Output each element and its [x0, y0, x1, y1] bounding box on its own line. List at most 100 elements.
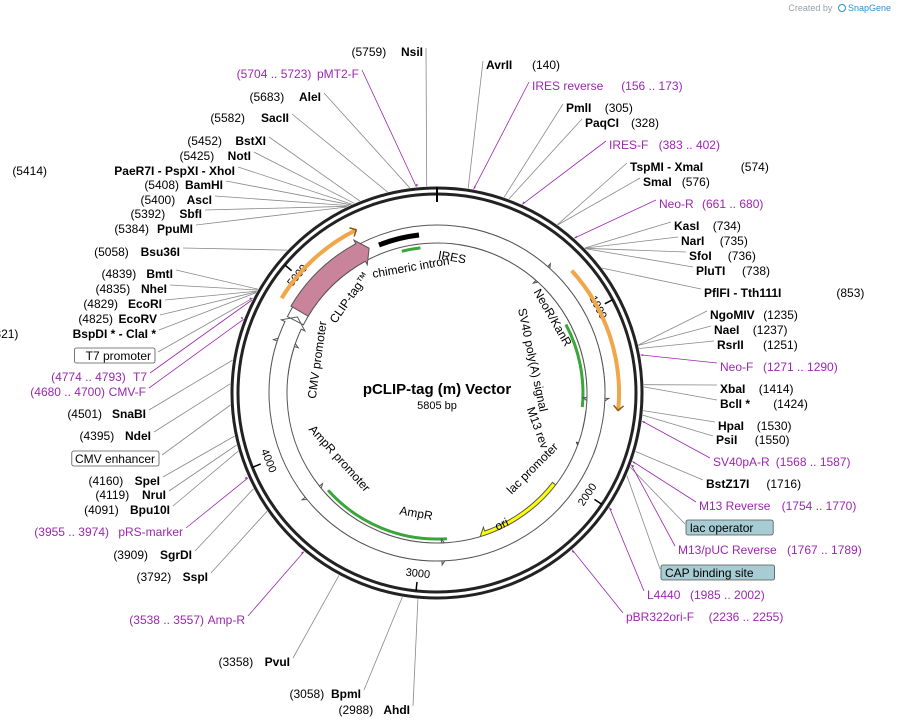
- site-label-asci[interactable]: AscI(5400): [141, 193, 212, 207]
- feature-chimeric-intron: [378, 232, 420, 248]
- site-label-pvui[interactable]: PvuI(3358): [219, 655, 290, 669]
- site-label-lac-operator[interactable]: lac operator: [685, 519, 774, 536]
- site-name: BstZ17I: [706, 477, 749, 491]
- site-label-spei[interactable]: SpeI(4160): [89, 474, 160, 488]
- leader-line: [162, 435, 235, 478]
- site-label-cmv-f[interactable]: CMV-F(4680 .. 4700): [30, 385, 146, 399]
- site-label-paer7i-pspxi-xhoi[interactable]: PaeR7I - PspXI - XhoI(5414): [12, 164, 235, 178]
- site-label-pbr322ori-f[interactable]: pBR322ori-F(2236 .. 2255): [626, 610, 783, 624]
- site-label-hpai[interactable]: HpaI(1530): [718, 419, 791, 433]
- site-position: (4839): [102, 267, 137, 281]
- site-label-ecori[interactable]: EcoRI(4829): [83, 297, 162, 311]
- site-position: (5704 .. 5723): [237, 67, 312, 81]
- site-label-neo-r[interactable]: Neo-R(661 .. 680): [659, 197, 763, 211]
- site-label-bcli[interactable]: BclI *(1424): [720, 397, 808, 411]
- primer-marker: [522, 201, 525, 205]
- site-label-ecorv[interactable]: EcoRV(4825): [78, 312, 157, 326]
- site-label-bstz17i[interactable]: BstZ17I (1716): [706, 477, 801, 491]
- inner-arc: [326, 489, 448, 541]
- site-label-rsrii[interactable]: RsrII(1251): [717, 338, 798, 352]
- site-label-pmt2-f[interactable]: pMT2-F(5704 .. 5723): [237, 67, 359, 81]
- site-label-sacii[interactable]: SacII(5582): [210, 111, 289, 125]
- leader-line: [643, 386, 718, 401]
- site-name: Neo-R: [659, 197, 694, 211]
- site-position: (1530): [757, 419, 792, 433]
- site-label-avrii[interactable]: AvrII(140): [486, 58, 560, 72]
- site-name: BamHI: [185, 178, 223, 192]
- site-label-neo-f[interactable]: Neo-F(1271 .. 1290): [720, 360, 838, 374]
- site-label-paqci[interactable]: PaqCI(328): [585, 116, 659, 130]
- site-label-bamhi[interactable]: BamHI(5408): [144, 178, 223, 192]
- site-label-bmti[interactable]: BmtI(4839): [102, 267, 173, 281]
- site-label-naei[interactable]: NaeI(1237): [714, 323, 787, 337]
- site-position: (305): [605, 101, 633, 115]
- site-label-nrui[interactable]: NruI(4119): [95, 488, 166, 502]
- site-label-nhei[interactable]: NheI(4835): [96, 282, 167, 296]
- site-label-m13-reverse[interactable]: M13 Reverse(1754 .. 1770): [699, 499, 856, 513]
- leader-line: [521, 140, 607, 205]
- credit-brand: SnapGene: [847, 3, 891, 13]
- site-label-t7-promoter[interactable]: T7 promoter: [74, 347, 156, 364]
- site-label-noti[interactable]: NotI(5425): [180, 149, 251, 163]
- site-label-ahdi[interactable]: AhdI(2988): [339, 703, 410, 717]
- site-position: (3538 .. 3557): [129, 613, 204, 627]
- primer-marker: [301, 551, 304, 554]
- site-label-xbai[interactable]: XbaI(1414): [720, 382, 793, 396]
- site-label-ppumi[interactable]: PpuMI(5384): [114, 222, 193, 236]
- site-position: (1237): [753, 323, 788, 337]
- leader-line: [635, 451, 704, 481]
- site-position: (4395): [80, 429, 115, 443]
- site-label-cmv-enhancer[interactable]: CMV enhancer: [71, 450, 160, 467]
- site-name: CMV-F: [109, 385, 146, 399]
- site-label-bspdi-clai[interactable]: BspDI * - ClaI *(4821): [0, 327, 156, 341]
- site-label-ires-reverse[interactable]: IRES reverse(156 .. 173): [532, 79, 683, 93]
- leader-line: [363, 596, 403, 691]
- tick-label: 4000: [258, 447, 278, 474]
- site-label-sspi[interactable]: SspI(3792): [137, 570, 208, 584]
- site-label-sbfi[interactable]: SbfI(5392): [131, 207, 202, 221]
- site-name: EcoRI: [128, 297, 162, 311]
- leader-line: [157, 297, 254, 353]
- site-label-m13-puc-reverse[interactable]: M13/pUC Reverse(1767 .. 1789): [678, 543, 862, 557]
- site-label-ndei[interactable]: NdeI(4395): [80, 429, 151, 443]
- site-label-bpmi[interactable]: BpmI(3058): [290, 687, 361, 701]
- site-label-l4440[interactable]: L4440(1985 .. 2002): [647, 588, 765, 602]
- feature-track: [268, 224, 611, 567]
- snapgene-credit[interactable]: Created by SnapGene: [788, 3, 891, 13]
- site-name: IRES-F: [609, 138, 648, 152]
- site-label-cap-binding-site[interactable]: CAP binding site: [660, 564, 775, 581]
- site-label-pluti[interactable]: PluTI(738): [696, 264, 770, 278]
- site-position: (1985 .. 2002): [690, 588, 765, 602]
- site-label-bsu36i[interactable]: Bsu36I (5058): [94, 245, 180, 259]
- site-label-sfoi[interactable]: SfoI(736): [689, 249, 756, 263]
- site-label-nari[interactable]: NarI(735): [681, 234, 748, 248]
- site-name: NarI: [681, 234, 704, 248]
- site-label-ires-f[interactable]: IRES-F(383 .. 402): [609, 138, 720, 152]
- site-label-kasi[interactable]: KasI(734): [674, 219, 741, 233]
- site-label-sv40pa-r[interactable]: SV40pA-R(1568 .. 1587): [713, 455, 851, 469]
- site-label-alei[interactable]: AleI(5683): [250, 90, 321, 104]
- site-name: NsiI: [401, 45, 423, 59]
- site-label-pmli[interactable]: PmlI(305): [566, 101, 633, 115]
- site-label-nsii[interactable]: NsiI(5759): [352, 45, 423, 59]
- leader-lines: [148, 47, 718, 707]
- site-label-psii[interactable]: PsiI(1550): [716, 433, 789, 447]
- site-label-sgrdi[interactable]: SgrDI(3909): [113, 548, 192, 562]
- site-label-snabi[interactable]: SnaBI(4501): [67, 407, 146, 421]
- site-position: (3955 .. 3974): [34, 525, 109, 539]
- leader-line: [508, 118, 583, 200]
- tick-mark: [284, 264, 293, 272]
- site-label-bpu10i[interactable]: Bpu10I(4091): [84, 503, 170, 517]
- site-label-prs-marker[interactable]: pRS-marker(3955 .. 3974): [34, 525, 183, 539]
- site-position: (5058): [94, 245, 129, 259]
- site-label-t7[interactable]: T7(4774 .. 4793): [51, 370, 147, 384]
- site-position: (1716): [766, 477, 801, 491]
- site-name: Bsu36I: [141, 245, 180, 259]
- site-label-box: [685, 519, 774, 536]
- site-label-tspmi-xmai[interactable]: TspMI - XmaI(574): [630, 160, 769, 174]
- site-label-smai[interactable]: SmaI(576): [643, 175, 710, 189]
- site-label-pflfi-tth111i[interactable]: PflFI - Tth111I(853): [704, 286, 864, 300]
- site-label-amp-r[interactable]: Amp-R(3538 .. 3557): [129, 613, 245, 627]
- site-label-bstxi[interactable]: BstXI(5452): [187, 134, 266, 148]
- site-label-ngomiv[interactable]: NgoMIV(1235): [710, 308, 798, 322]
